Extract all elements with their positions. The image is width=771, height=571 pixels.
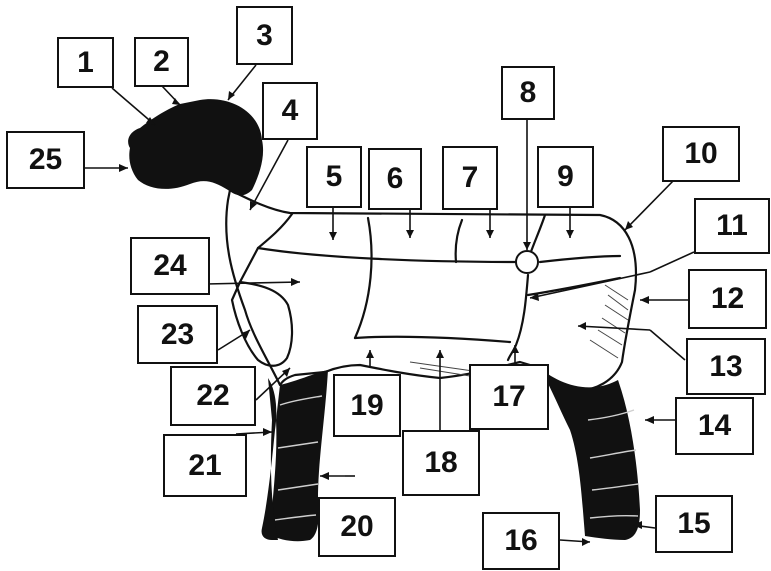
label-13[interactable]: 13: [686, 338, 766, 395]
label-7[interactable]: 7: [442, 146, 498, 210]
label-21[interactable]: 21: [163, 434, 247, 497]
label-24[interactable]: 24: [130, 237, 210, 295]
label-20[interactable]: 20: [318, 497, 396, 557]
label-15[interactable]: 15: [655, 495, 733, 553]
label-4[interactable]: 4: [262, 82, 318, 140]
label-5[interactable]: 5: [306, 146, 362, 208]
cut-line-sirloin: [528, 278, 620, 295]
cut-line-belly: [355, 337, 510, 342]
label-11[interactable]: 11: [694, 198, 770, 254]
label-17[interactable]: 17: [469, 364, 549, 430]
cut-line-leg: [508, 275, 528, 360]
label-25[interactable]: 25: [6, 131, 85, 189]
sheep-head: [128, 99, 263, 195]
cut-line-rump: [540, 256, 620, 262]
label-23[interactable]: 23: [137, 305, 218, 364]
cut-line-rib: [258, 248, 520, 262]
marker-circle: [516, 251, 538, 273]
label-2[interactable]: 2: [134, 37, 189, 87]
cut-line-neck: [240, 214, 292, 282]
label-12[interactable]: 12: [688, 269, 767, 329]
cut-line-loin-front: [456, 220, 462, 262]
label-1[interactable]: 1: [57, 37, 114, 88]
label-22[interactable]: 22: [170, 366, 256, 426]
label-10[interactable]: 10: [662, 126, 740, 182]
label-16[interactable]: 16: [482, 512, 560, 570]
label-9[interactable]: 9: [537, 146, 594, 208]
label-14[interactable]: 14: [675, 397, 754, 455]
label-8[interactable]: 8: [501, 66, 555, 120]
label-18[interactable]: 18: [402, 430, 480, 496]
breast-outline: [232, 282, 292, 366]
cut-line-shoulder-back: [355, 218, 372, 338]
label-19[interactable]: 19: [333, 374, 401, 437]
label-6[interactable]: 6: [368, 148, 422, 210]
label-3[interactable]: 3: [236, 6, 293, 65]
